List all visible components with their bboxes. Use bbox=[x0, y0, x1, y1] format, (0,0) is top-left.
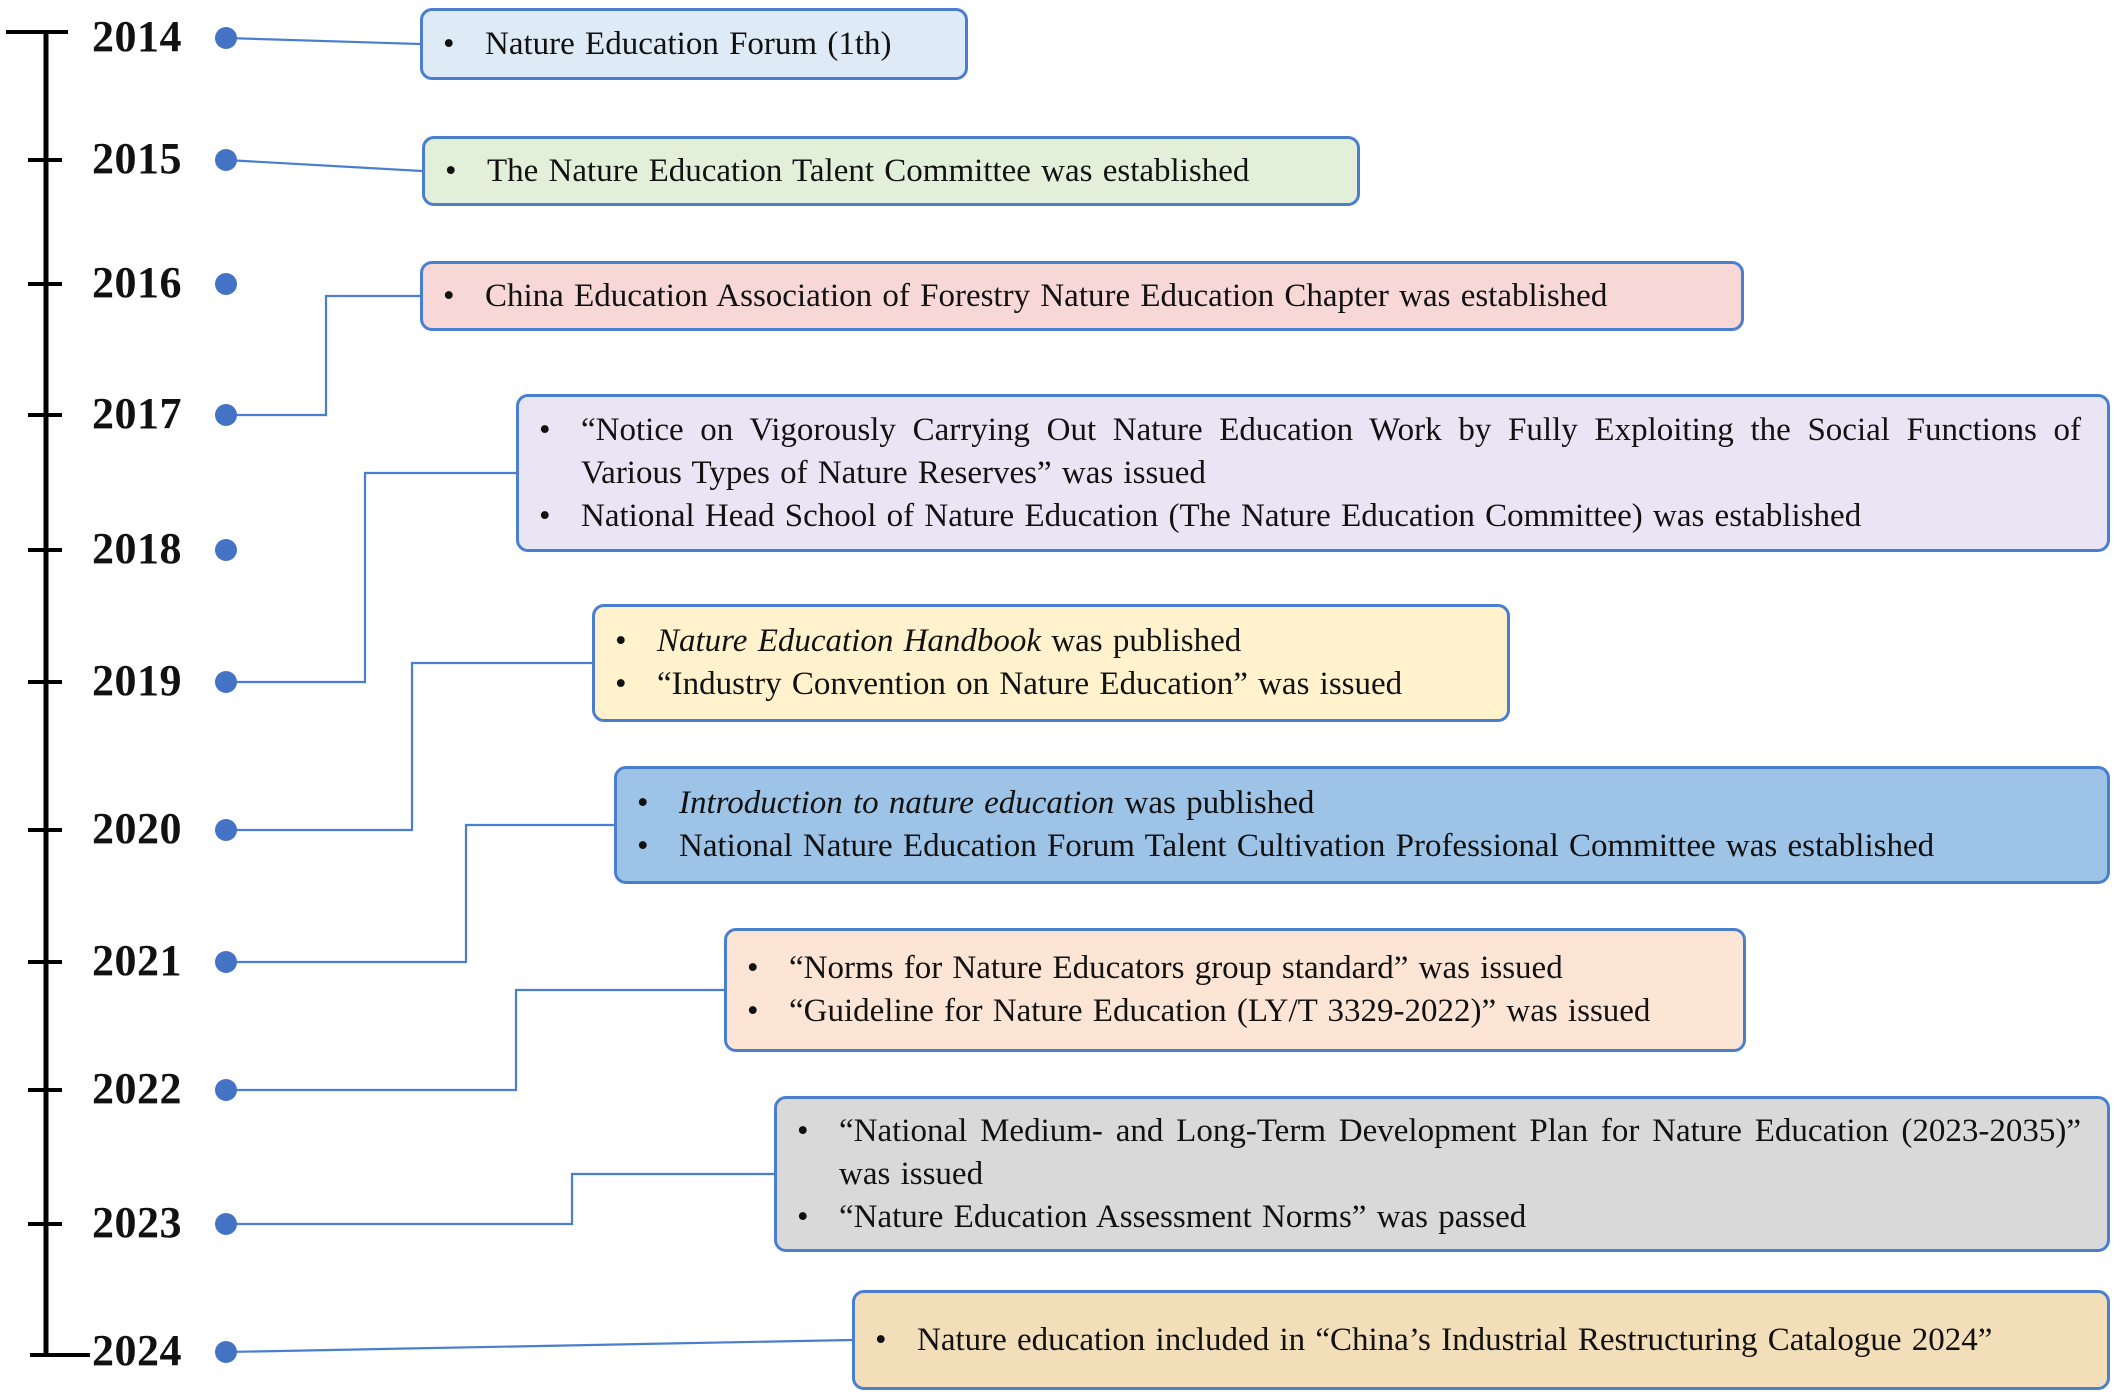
connectors bbox=[225, 36, 853, 1354]
connector-2021 bbox=[226, 823, 614, 964]
event-item: National Head School of Nature Education… bbox=[539, 495, 2081, 538]
year-dot bbox=[215, 1213, 237, 1235]
publication-title: Nature Education Handbook bbox=[657, 623, 1042, 659]
event-item: National Nature Education Forum Talent C… bbox=[637, 825, 2081, 868]
event-text: “Notice on Vigorously Carrying Out Natur… bbox=[581, 411, 2081, 491]
event-box-2023: “National Medium- and Long-Term Developm… bbox=[774, 1096, 2110, 1252]
event-text: “Guideline for Nature Education (LY/T 33… bbox=[789, 993, 1651, 1029]
event-item: “National Medium- and Long-Term Developm… bbox=[797, 1110, 2081, 1196]
year-dot bbox=[215, 404, 237, 426]
year-dot bbox=[215, 1079, 237, 1101]
event-list: The Nature Education Talent Committee wa… bbox=[445, 150, 1331, 193]
connector-2015 bbox=[225, 158, 423, 173]
year-label: 2021 bbox=[92, 936, 182, 985]
year-label: 2023 bbox=[92, 1198, 182, 1247]
year-label: 2015 bbox=[92, 134, 182, 183]
event-item: China Education Association of Forestry … bbox=[443, 275, 1715, 318]
connector-2020 bbox=[226, 661, 592, 832]
event-box-2015: The Nature Education Talent Committee wa… bbox=[422, 136, 1360, 206]
connector-2014 bbox=[225, 36, 421, 46]
event-text: Nature education included in “China’s In… bbox=[917, 1321, 1993, 1358]
year-label: 2019 bbox=[92, 656, 182, 705]
year-label: 2024 bbox=[92, 1326, 182, 1375]
event-item: “Nature Education Assessment Norms” was … bbox=[797, 1196, 2081, 1239]
event-text: The Nature Education Talent Committee wa… bbox=[487, 152, 1250, 189]
event-item: “Norms for Nature Educators group standa… bbox=[747, 947, 1717, 990]
event-list: “Notice on Vigorously Carrying Out Natur… bbox=[539, 409, 2081, 538]
event-item: “Notice on Vigorously Carrying Out Natur… bbox=[539, 409, 2081, 495]
event-list: “Norms for Nature Educators group standa… bbox=[747, 947, 1717, 1033]
event-text: National Nature Education Forum Talent C… bbox=[679, 828, 1935, 864]
connector-2019 bbox=[226, 471, 516, 684]
connector-2017 bbox=[226, 294, 420, 417]
event-box-2021: Introduction to nature education was pub… bbox=[614, 766, 2110, 884]
year-label: 2017 bbox=[92, 389, 182, 438]
event-item: The Nature Education Talent Committee wa… bbox=[445, 150, 1331, 193]
year-dot bbox=[215, 819, 237, 841]
event-item: “Industry Convention on Nature Education… bbox=[615, 663, 1481, 706]
year-label: 2022 bbox=[92, 1064, 182, 1113]
event-list: Introduction to nature education was pub… bbox=[637, 782, 2081, 868]
axis-ticks bbox=[28, 158, 62, 1226]
event-list: Nature Education Forum (1th) bbox=[443, 23, 939, 66]
event-text: National Head School of Nature Education… bbox=[581, 497, 1862, 534]
year-label: 2018 bbox=[92, 524, 182, 573]
event-text: “National Medium- and Long-Term Developm… bbox=[839, 1112, 2081, 1192]
event-list: China Education Association of Forestry … bbox=[443, 275, 1715, 318]
connector-2024 bbox=[225, 1338, 853, 1354]
event-item: Nature Education Handbook was published bbox=[615, 620, 1481, 663]
year-dots bbox=[215, 27, 237, 1363]
event-box-2022: “Norms for Nature Educators group standa… bbox=[724, 928, 1746, 1052]
year-dot bbox=[215, 273, 237, 295]
year-dot bbox=[215, 951, 237, 973]
event-item: Nature Education Forum (1th) bbox=[443, 23, 939, 66]
event-item: Nature education included in “China’s In… bbox=[875, 1319, 2081, 1362]
event-box-2019: “Notice on Vigorously Carrying Out Natur… bbox=[516, 394, 2110, 552]
event-text: China Education Association of Forestry … bbox=[485, 277, 1608, 314]
event-item: Introduction to nature education was pub… bbox=[637, 782, 2081, 825]
event-text: “Norms for Nature Educators group standa… bbox=[789, 950, 1563, 986]
year-label: 2016 bbox=[92, 258, 182, 307]
event-box-2020: Nature Education Handbook was published“… bbox=[592, 604, 1510, 722]
year-dot bbox=[215, 149, 237, 171]
event-text: “Nature Education Assessment Norms” was … bbox=[839, 1198, 1527, 1235]
year-dot bbox=[215, 27, 237, 49]
year-dot bbox=[215, 1341, 237, 1363]
event-list: Nature education included in “China’s In… bbox=[875, 1319, 2081, 1362]
event-box-2024: Nature education included in “China’s In… bbox=[852, 1290, 2110, 1390]
event-text: Nature Education Forum (1th) bbox=[485, 25, 892, 62]
year-label: 2020 bbox=[92, 804, 182, 853]
event-text: “Industry Convention on Nature Education… bbox=[657, 666, 1403, 702]
publication-title: Introduction to nature education bbox=[679, 785, 1115, 821]
year-dot bbox=[215, 671, 237, 693]
connector-2023 bbox=[226, 1172, 774, 1226]
event-item: “Guideline for Nature Education (LY/T 33… bbox=[747, 990, 1717, 1033]
event-box-2017: China Education Association of Forestry … bbox=[420, 261, 1744, 331]
event-text: was published bbox=[1041, 623, 1242, 659]
year-dot bbox=[215, 539, 237, 561]
year-label: 2014 bbox=[92, 12, 182, 61]
event-box-2014: Nature Education Forum (1th) bbox=[420, 8, 968, 80]
event-list: Nature Education Handbook was published“… bbox=[615, 620, 1481, 706]
event-text: was published bbox=[1114, 785, 1315, 821]
connector-2022 bbox=[226, 988, 724, 1092]
event-list: “National Medium- and Long-Term Developm… bbox=[797, 1110, 2081, 1239]
